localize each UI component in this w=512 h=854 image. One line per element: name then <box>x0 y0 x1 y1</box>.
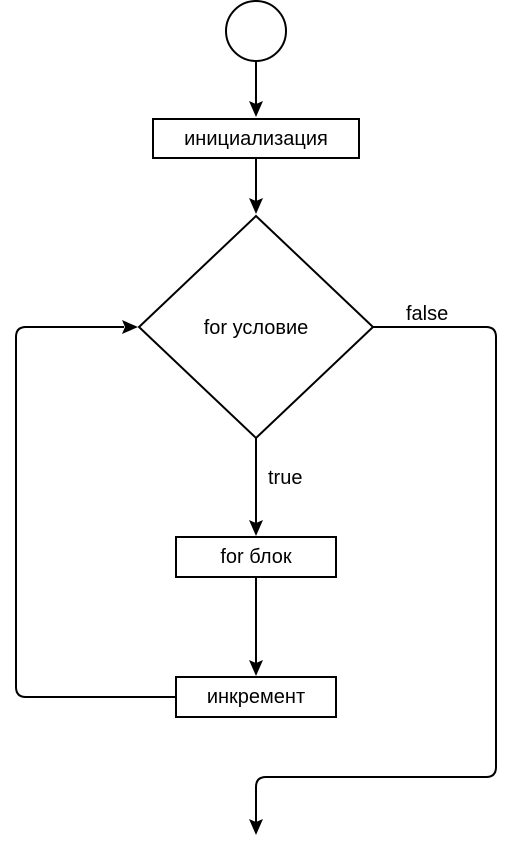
increment-node: инкремент <box>175 676 337 718</box>
arrowhead <box>122 320 138 334</box>
arrowhead <box>249 660 263 676</box>
arrowhead <box>249 101 263 117</box>
init-node: инициализация <box>152 118 360 159</box>
condition-node: for условие <box>137 214 375 440</box>
edge-increment-to-condition <box>15 320 176 698</box>
init-label: инициализация <box>184 128 328 150</box>
arrowhead <box>249 198 263 214</box>
increment-label: инкремент <box>207 686 305 708</box>
condition-label: for условие <box>204 317 309 339</box>
true-label: true <box>268 467 302 489</box>
edge-condition-to-body: true <box>249 438 302 536</box>
false-label: false <box>406 303 448 325</box>
edge-start-to-init <box>249 61 263 117</box>
edge-init-to-condition <box>249 158 263 214</box>
body-node: for блок <box>175 536 337 578</box>
edge-condition-to-exit: false <box>249 303 497 835</box>
arrowhead <box>249 520 263 536</box>
start-node <box>225 0 287 62</box>
body-label: for блок <box>220 546 291 568</box>
edge-body-to-increment <box>249 577 263 676</box>
arrowhead <box>249 819 263 835</box>
